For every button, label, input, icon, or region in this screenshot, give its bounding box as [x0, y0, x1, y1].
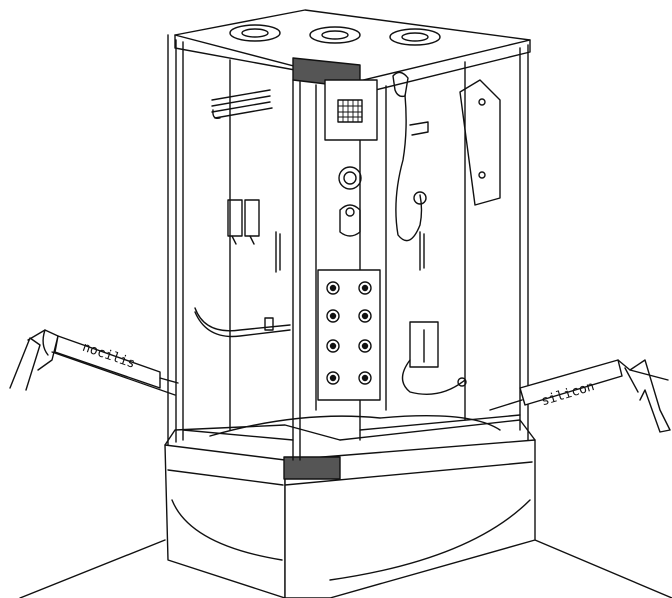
side-handle: [419, 231, 425, 271]
shower-tray-base: [164, 415, 536, 598]
control-panel-icon: [337, 99, 363, 123]
slider-bar-shelf: [459, 79, 501, 206]
silicone-gun-right: silicon: [489, 359, 671, 433]
speaker-icon: [338, 166, 362, 190]
mixer-valve-icon: [339, 204, 361, 237]
left-wall-fixtures: [194, 89, 291, 338]
door-handle: [275, 231, 281, 273]
massage-jets: [326, 281, 372, 385]
soap-dispenser-icon: [227, 199, 243, 237]
silicone-gun-icon: [9, 329, 59, 391]
right-wall-fixtures: [392, 71, 501, 395]
center-panel: [317, 79, 381, 401]
silicone-gun-left: nocilis: [9, 329, 179, 396]
floor-lines: [19, 539, 672, 598]
silicone-gun-icon: [617, 359, 671, 433]
tray-corner-block: [283, 456, 341, 480]
towel-rack-icon: [211, 89, 273, 119]
grab-bar: [194, 307, 291, 332]
control-box-icon: [409, 321, 439, 368]
hand-shower-hose: [401, 359, 466, 395]
cabin-frame: [167, 34, 529, 461]
